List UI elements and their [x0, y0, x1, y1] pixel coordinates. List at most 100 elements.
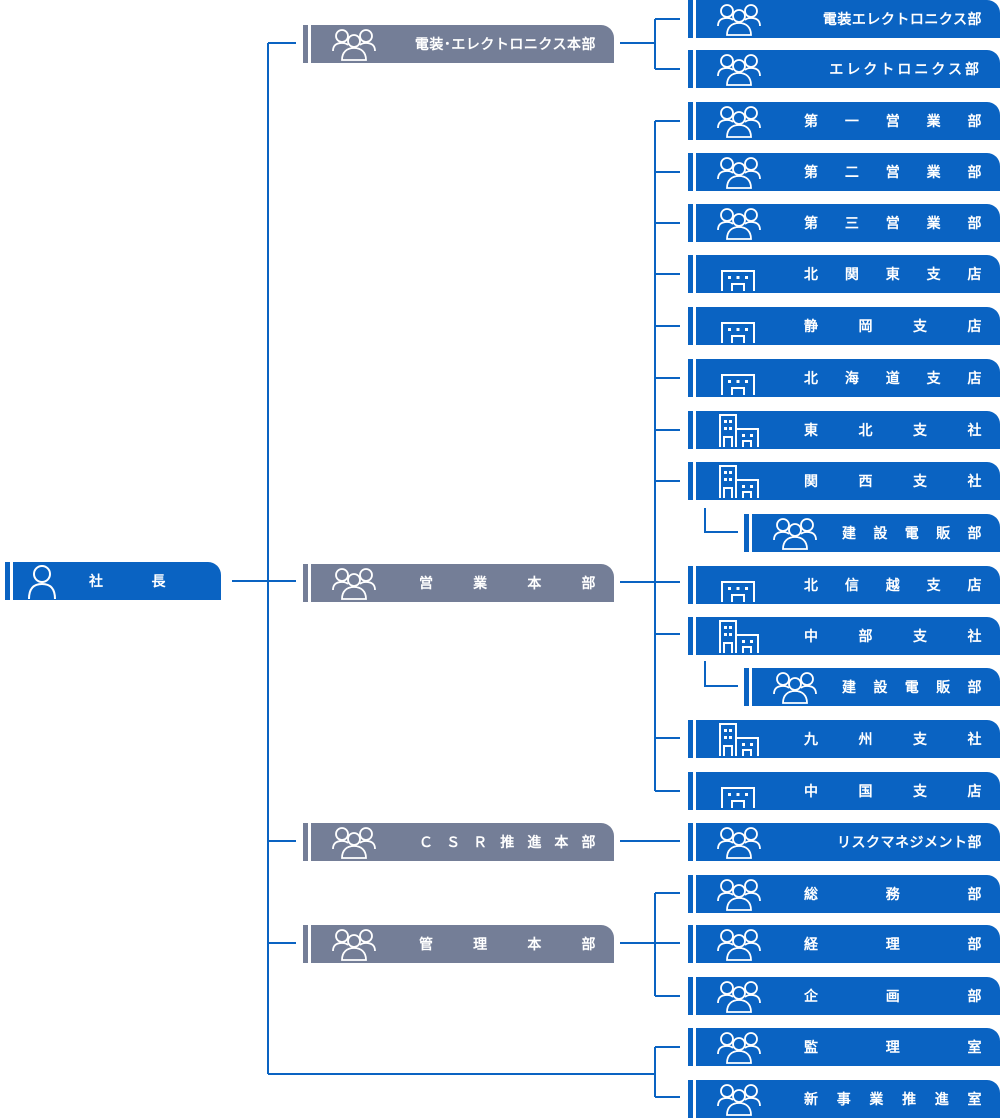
label-char: 静	[804, 319, 819, 335]
node-tab	[688, 875, 693, 913]
node-tab	[688, 977, 693, 1015]
node-tab	[688, 1080, 693, 1118]
dept-label: 建 設 電 販 部	[842, 523, 982, 543]
label-char: 販	[936, 680, 951, 696]
label-char: 管	[419, 937, 434, 953]
group-icon	[717, 981, 761, 1013]
node-tab	[744, 514, 749, 552]
node-tab	[688, 823, 693, 861]
dept-audit-office[interactable]: 監 理 室	[688, 1028, 1000, 1066]
dept-sales-3[interactable]: 第 三 営 業 部	[688, 204, 1000, 242]
dept-sales-1[interactable]: 第 一 営 業 部	[688, 102, 1000, 140]
dept-accounting[interactable]: 経 理 部	[688, 925, 1000, 963]
node-tab	[688, 772, 693, 810]
dept-general-affairs[interactable]: 総 務 部	[688, 875, 1000, 913]
connector-kansai-sub	[704, 508, 738, 533]
dept-electronics[interactable]: エレクトロニクス部	[688, 50, 1000, 88]
label-char: 業	[926, 216, 942, 232]
label-char: 本	[527, 937, 542, 953]
dept-kansai[interactable]: 関 西 支 社	[688, 462, 1000, 500]
connector-electronics-branch	[620, 18, 680, 70]
label-char: Ｒ	[473, 835, 488, 851]
dept-kyushu[interactable]: 九 州 支 社	[688, 720, 1000, 758]
dept-shizuoka[interactable]: 静 岡 支 店	[688, 307, 1000, 345]
division-electronics[interactable]: 電装･エレクトロニクス本部	[303, 25, 614, 63]
label-char: 北	[804, 578, 819, 594]
node-box: 管 理 本 部	[311, 925, 614, 963]
label-char: 本	[554, 835, 569, 851]
node-tab	[688, 50, 693, 88]
division-csr[interactable]: Ｃ Ｓ Ｒ 推 進 本 部	[303, 823, 614, 861]
node-box: 建 設 電 販 部	[752, 668, 1000, 706]
label-char: 一	[844, 114, 860, 130]
node-box: 北 海 道 支 店	[696, 359, 1000, 397]
node-tab	[688, 720, 693, 758]
division-sales[interactable]: 営 業 本 部	[303, 564, 614, 602]
dept-chugoku[interactable]: 中 国 支 店	[688, 772, 1000, 810]
label-char: 店	[967, 371, 982, 387]
dept-risk-management[interactable]: リスクマネジメント部	[688, 823, 1000, 861]
label-char: Ｓ	[446, 835, 461, 851]
node-box: 北 信 越 支 店	[696, 566, 1000, 604]
group-icon	[717, 879, 761, 911]
branch-office-icon	[719, 723, 759, 756]
label-char: 支	[913, 629, 928, 645]
label-char: 店	[967, 319, 982, 335]
dept-new-business-office[interactable]: 新 事 業 推 進 室	[688, 1080, 1000, 1118]
label-char: 営	[885, 165, 901, 181]
branch-store-icon	[721, 322, 755, 343]
label-char: 建	[842, 680, 857, 696]
label-char: 支	[926, 371, 942, 387]
label-char: 店	[967, 578, 982, 594]
node-tab	[688, 255, 693, 293]
dept-tohoku[interactable]: 東 北 支 社	[688, 411, 1000, 449]
label-char: 部	[967, 114, 982, 130]
dept-denso-electronics[interactable]: 電装エレクトロニクス部	[688, 0, 1000, 38]
dept-chubu-construction[interactable]: 建 設 電 販 部	[744, 668, 1000, 706]
node-box: 九 州 支 社	[696, 720, 1000, 758]
label-char: 北	[804, 371, 819, 387]
label-char: 店	[967, 784, 982, 800]
label-char: 業	[926, 114, 942, 130]
label-char: 業	[869, 1092, 884, 1108]
division-admin[interactable]: 管 理 本 部	[303, 925, 614, 963]
branch-store-icon	[721, 270, 755, 291]
label-char: 第	[804, 216, 819, 232]
label-char: 長	[151, 574, 166, 590]
label-char: 支	[913, 732, 928, 748]
label-char: 海	[844, 371, 860, 387]
label-char: 進	[934, 1092, 950, 1108]
dept-chubu[interactable]: 中 部 支 社	[688, 617, 1000, 655]
group-icon	[332, 568, 376, 600]
connector-sales-leaves	[655, 120, 680, 792]
label-char: 営	[885, 216, 901, 232]
dept-label: 経 理 部	[804, 934, 982, 954]
group-icon	[717, 208, 761, 240]
dept-hokushinetsu[interactable]: 北 信 越 支 店	[688, 566, 1000, 604]
president-node[interactable]: 社 長	[5, 562, 221, 600]
label-char: 部	[581, 835, 596, 851]
dept-kitakanto[interactable]: 北 関 東 支 店	[688, 255, 1000, 293]
dept-label: リスクマネジメント部	[837, 835, 982, 851]
dept-sales-2[interactable]: 第 二 営 業 部	[688, 153, 1000, 191]
label-char: 第	[804, 114, 819, 130]
label-char: 社	[967, 423, 982, 439]
label-char: 建	[842, 526, 857, 542]
dept-kansai-construction[interactable]: 建 設 電 販 部	[744, 514, 1000, 552]
label-char: 支	[913, 319, 928, 335]
label-char: 部	[858, 629, 873, 645]
dept-label: 建 設 電 販 部	[842, 677, 982, 697]
label-char: 社	[967, 732, 982, 748]
node-tab	[303, 25, 308, 63]
dept-hokkaido[interactable]: 北 海 道 支 店	[688, 359, 1000, 397]
label-char: 支	[926, 267, 942, 283]
label-char: 社	[967, 474, 982, 490]
dept-planning[interactable]: 企 画 部	[688, 977, 1000, 1015]
node-box: リスクマネジメント部	[696, 823, 1000, 861]
label-char: 関	[844, 267, 860, 283]
dept-label: 電装エレクトロニクス部	[822, 12, 982, 28]
branch-office-icon	[719, 465, 759, 498]
group-icon	[773, 518, 817, 550]
label-char: 部	[967, 216, 982, 232]
